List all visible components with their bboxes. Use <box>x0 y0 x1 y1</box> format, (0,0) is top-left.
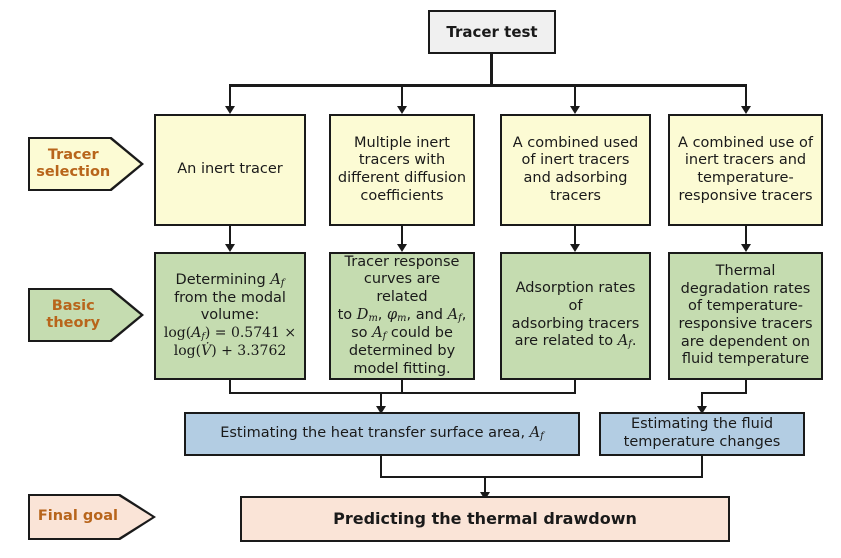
equation-line-2: log(V̇) + 3.3762 <box>173 342 287 359</box>
arrowhead-to-yellow-4 <box>741 106 751 114</box>
row-label-final-goal-text: Final goal <box>37 508 118 525</box>
symbol-af-1: Af <box>270 271 285 289</box>
row-label-final-goal: Final goal <box>28 494 156 540</box>
eq-intercept: 3.3762 <box>237 342 287 359</box>
connector-merge-to-final <box>484 476 486 496</box>
connector-merge-to-blue-1 <box>380 392 382 410</box>
connector-yellow-3-to-green-3 <box>574 226 576 248</box>
connector-merge-bar-blue <box>380 476 703 478</box>
connector-yellow-2-to-green-2 <box>401 226 403 248</box>
arrowhead-to-yellow-3 <box>570 106 580 114</box>
connector-drop-3 <box>574 84 576 110</box>
connector-green-4-stub <box>745 380 747 394</box>
node-inert-and-adsorbing-label: A combined used of inert tracers and ads… <box>512 134 639 204</box>
node-modal-volume-theory[interactable]: Determining Af from the modal volume: lo… <box>154 252 306 380</box>
arrowhead-to-green-2 <box>397 244 407 252</box>
arrowhead-to-blue-2 <box>697 406 707 414</box>
eq-coefficient: 0.5741 <box>230 325 280 342</box>
node-inert-tracer-label: An inert tracer <box>177 161 283 178</box>
row-label-basic-theory-line2: theory <box>46 315 101 331</box>
node-modal-volume-theory-line2: from the modal <box>174 289 286 306</box>
connector-drop-1 <box>229 84 231 110</box>
connector-distribution-bar <box>229 84 747 87</box>
row-label-tracer-selection: Tracer selection <box>28 137 144 191</box>
connector-green-4-elbow-v <box>701 392 703 410</box>
node-inert-tracer[interactable]: An inert tracer <box>154 114 306 226</box>
row-label-basic-theory-line1: Basic <box>51 297 95 314</box>
connector-yellow-1-to-green-1 <box>229 226 231 248</box>
connector-merge-bar-green <box>229 392 576 394</box>
node-modal-volume-theory-line1: Determining <box>175 271 266 288</box>
node-predict-thermal-drawdown-label: Predicting the thermal drawdown <box>333 509 637 529</box>
arrowhead-to-blue-1 <box>376 406 386 414</box>
arrowhead-to-yellow-2 <box>397 106 407 114</box>
node-tracer-test-label: Tracer test <box>446 22 538 41</box>
arrowhead-to-green-4 <box>741 244 751 252</box>
connector-green-4-elbow-h <box>701 392 747 394</box>
node-modal-volume-theory-line3: volume: <box>200 307 260 324</box>
connector-blue-2-stub <box>701 456 703 478</box>
connector-green-1-stub <box>229 380 231 394</box>
node-estimate-surface-area-label: Estimating the heat transfer surface are… <box>220 424 544 443</box>
node-multiple-inert-tracers[interactable]: Multiple inert tracers with different di… <box>329 114 475 226</box>
row-label-tracer-selection-line2: selection <box>36 164 111 180</box>
node-inert-and-temperature-responsive[interactable]: A combined use of inert tracers and temp… <box>668 114 823 226</box>
node-multiple-inert-tracers-label: Multiple inert tracers with different di… <box>337 134 467 204</box>
arrowhead-to-green-3 <box>570 244 580 252</box>
connector-green-2-stub <box>401 380 403 394</box>
row-label-tracer-selection-line1: Tracer <box>47 146 99 163</box>
node-estimate-surface-area[interactable]: Estimating the heat transfer surface are… <box>184 412 580 456</box>
row-label-basic-theory: Basic theory <box>28 288 144 342</box>
connector-green-3-stub <box>574 380 576 394</box>
connector-drop-4 <box>745 84 747 110</box>
connector-yellow-4-to-green-4 <box>745 226 747 248</box>
node-predict-thermal-drawdown[interactable]: Predicting the thermal drawdown <box>240 496 730 542</box>
node-inert-and-temperature-responsive-label: A combined use of inert tracers and temp… <box>678 134 813 204</box>
connector-blue-1-stub <box>380 456 382 478</box>
connector-root-stem <box>490 54 493 86</box>
equation-line-1: log(Af) = 0.5741 × <box>163 325 297 343</box>
arrowhead-to-yellow-1 <box>225 106 235 114</box>
connector-drop-2 <box>401 84 403 110</box>
node-tracer-test[interactable]: Tracer test <box>428 10 556 54</box>
node-inert-and-adsorbing[interactable]: A combined used of inert tracers and ads… <box>500 114 651 226</box>
arrowhead-to-green-1 <box>225 244 235 252</box>
